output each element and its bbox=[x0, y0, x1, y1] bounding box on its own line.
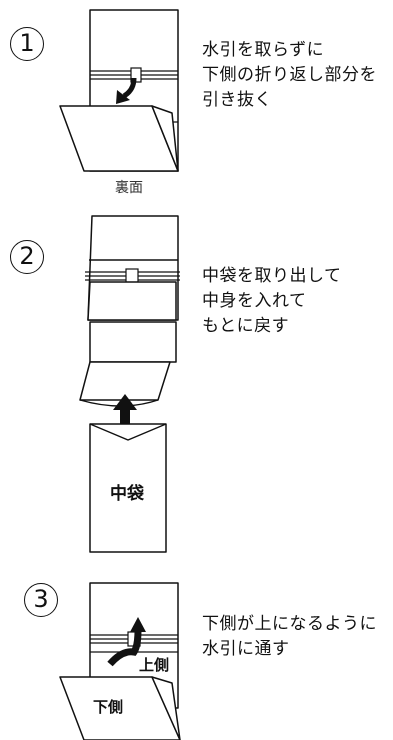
inner-envelope bbox=[89, 423, 167, 553]
step-2-caption: 中袋を取り出して 中身を入れて もとに戻す bbox=[202, 266, 342, 336]
step-1-caption: 水引を取らずに 下側の折り返し部分を 引き抜く bbox=[202, 40, 377, 110]
step-1-illustration: 裏面 bbox=[59, 9, 179, 196]
pull-arrow-icon bbox=[116, 77, 137, 104]
inner-envelope-label: 中袋 bbox=[110, 483, 145, 504]
back-side-label: 裏面 bbox=[115, 179, 143, 196]
lower-flap bbox=[59, 676, 181, 740]
upper-side-label: 上側 bbox=[139, 656, 169, 674]
step-3-caption: 下側が上になるように 水引に通す bbox=[202, 614, 377, 659]
insert-arrow-icon bbox=[113, 394, 137, 432]
step-3-illustration: 上側 下側 bbox=[59, 582, 181, 740]
step-2-number: 2 bbox=[10, 240, 44, 274]
mizuhiki-knot bbox=[125, 268, 139, 284]
curved-up-arrow-icon bbox=[107, 617, 146, 667]
step-1-number: 1 bbox=[10, 27, 44, 61]
step-3-number: 3 bbox=[24, 583, 58, 617]
lower-side-label: 下側 bbox=[93, 698, 123, 716]
step-2-illustration: 中袋 bbox=[79, 215, 180, 553]
